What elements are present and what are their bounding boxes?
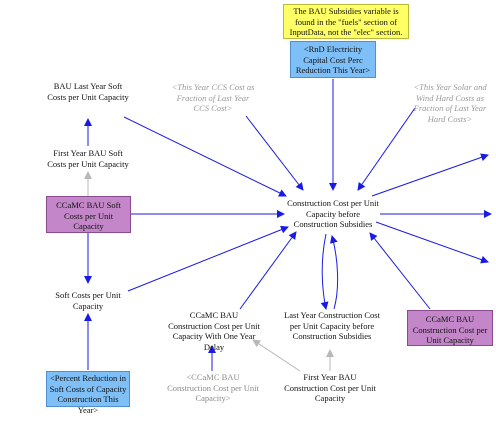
first-year-bau-construction-label: First Year BAU Construction Cost per Uni…: [284, 372, 376, 403]
construction-cost-before-subsidies-variable[interactable]: Construction Cost per Unit Capacity befo…: [286, 198, 380, 232]
arrow-first-year-construction-to-one-year-delay: [252, 339, 301, 372]
first-year-bau-soft-costs-variable[interactable]: First Year BAU Soft Costs per Unit Capac…: [46, 148, 130, 182]
last-year-construction-label: Last Year Construction Cost per Unit Cap…: [284, 310, 380, 341]
ccamc-bau-soft-costs-variable[interactable]: CCaMC BAU Soft Costs per Unit Capacity: [46, 196, 131, 233]
rnd-label: <RnD Electricity Capital Cost Perc Reduc…: [295, 44, 371, 75]
arrow-soft-costs-to-construction: [127, 225, 289, 292]
bau-last-year-soft-label: BAU Last Year Soft Costs per Unit Capaci…: [47, 81, 129, 102]
arrow-construction-out-bottom: [375, 221, 489, 264]
arrow-construction-out-top: [371, 153, 489, 197]
note-text: The BAU Subsidies variable is found in t…: [289, 6, 403, 37]
one-year-delay-label: CCaMC BAU Construction Cost per Unit Cap…: [168, 310, 260, 352]
ccs-cost-fraction-shadow-variable[interactable]: <This Year CCS Cost as Fraction of Last …: [168, 82, 258, 116]
first-year-bau-construction-cost-variable[interactable]: First Year BAU Construction Cost per Uni…: [282, 372, 378, 408]
soft-costs-label: Soft Costs per Unit Capacity: [55, 290, 121, 311]
ccamc-construction-shadow-label: <CCaMC BAU Construction Cost per Unit Ca…: [167, 372, 259, 403]
ccamc-bau-construction-label: CCaMC BAU Construction Cost per Unit Cap…: [412, 314, 488, 345]
arrow-ccamc-construction-to-construction: [369, 232, 431, 310]
soft-costs-per-unit-capacity-variable[interactable]: Soft Costs per Unit Capacity: [46, 290, 130, 314]
percent-reduction-soft-costs-shadow-variable[interactable]: <Percent Reduction in Soft Costs of Capa…: [46, 371, 130, 415]
rnd-capital-cost-shadow-variable[interactable]: <RnD Electricity Capital Cost Perc Reduc…: [290, 41, 376, 78]
arrow-last-year-to-construction: [329, 235, 339, 310]
arrow-one-year-delay-to-construction: [239, 231, 297, 310]
ccs-label: <This Year CCS Cost as Fraction of Last …: [171, 82, 255, 113]
arrow-ccs-to-construction: [245, 115, 304, 191]
construction-cost-label: Construction Cost per Unit Capacity befo…: [287, 198, 379, 229]
bau-last-year-soft-costs-variable[interactable]: BAU Last Year Soft Costs per Unit Capaci…: [46, 81, 130, 117]
ccamc-bau-soft-label: CCaMC BAU Soft Costs per Unit Capacity: [56, 200, 121, 231]
ccamc-bau-construction-cost-variable[interactable]: CCaMC BAU Construction Cost per Unit Cap…: [407, 310, 493, 346]
solar-wind-label: <This Year Solar and Wind Hard Costs as …: [413, 82, 487, 124]
note-bau-subsidies: The BAU Subsidies variable is found in t…: [283, 4, 409, 39]
arrow-construction-to-last-year: [320, 233, 329, 310]
percent-reduction-label: <Percent Reduction in Soft Costs of Capa…: [49, 373, 127, 415]
first-year-bau-soft-label: First Year BAU Soft Costs per Unit Capac…: [47, 148, 129, 169]
last-year-construction-cost-variable[interactable]: Last Year Construction Cost per Unit Cap…: [284, 310, 380, 346]
ccamc-construction-cost-shadow-variable[interactable]: <CCaMC BAU Construction Cost per Unit Ca…: [166, 372, 260, 408]
solar-wind-hard-costs-shadow-variable[interactable]: <This Year Solar and Wind Hard Costs as …: [404, 82, 496, 126]
ccamc-construction-one-year-delay-variable[interactable]: CCaMC BAU Construction Cost per Unit Cap…: [168, 310, 260, 352]
arrow-bau-last-to-construction: [123, 116, 287, 197]
arrow-solar-wind-to-construction: [357, 107, 416, 191]
